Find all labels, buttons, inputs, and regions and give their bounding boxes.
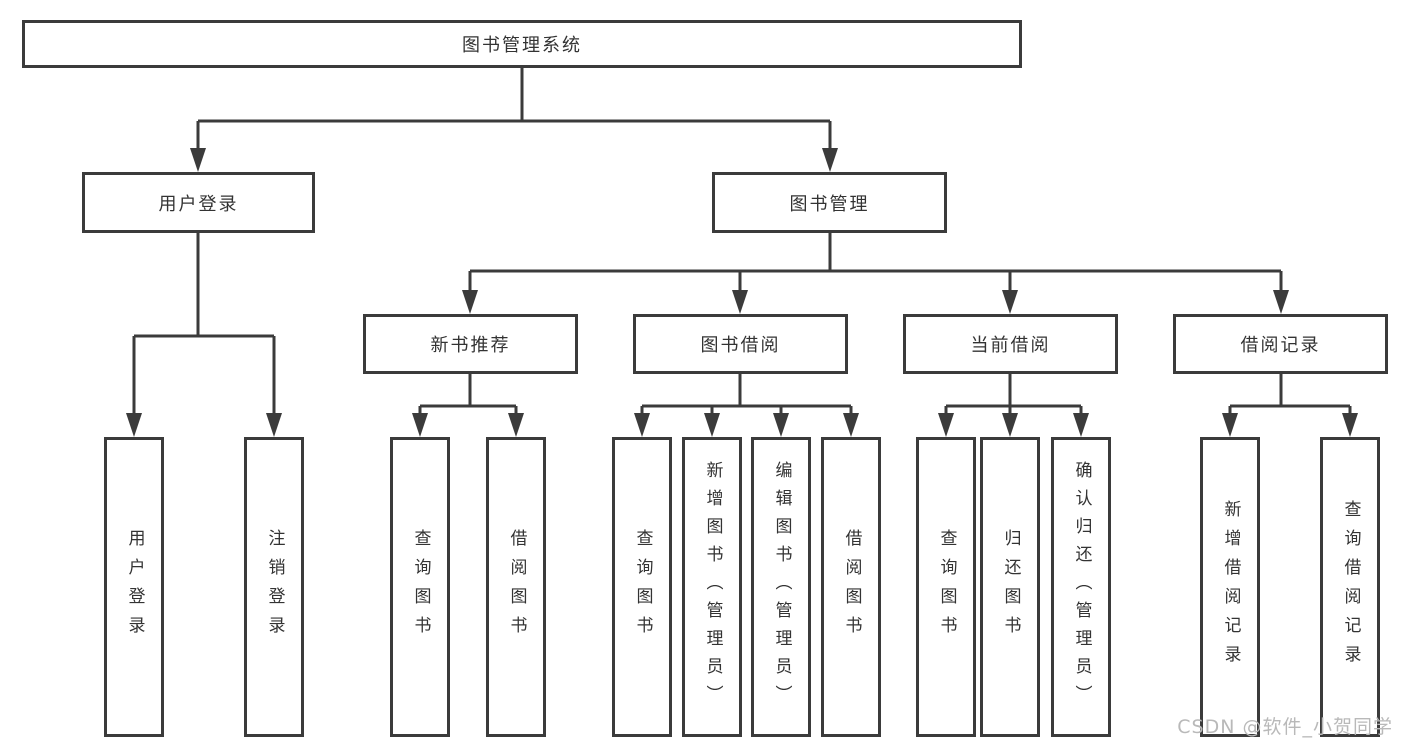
connector-book-mgmt-to-level3 (462, 233, 1289, 314)
leaf-add-borrow-record: 新增借阅记录 (1200, 437, 1260, 737)
node-new-book-recommendation: 新书推荐 (363, 314, 578, 374)
leaf-edit-book-admin: 编辑图书（管理员） (751, 437, 811, 737)
node-label: 查询图书 (632, 529, 653, 645)
connector-borrow-records-branch (1222, 374, 1358, 437)
node-label: 借阅记录 (1240, 335, 1321, 356)
connector-current-borrow-branch (938, 374, 1089, 437)
connector-book-borrow-branch (634, 374, 859, 437)
leaf-return-books: 归还图书 (980, 437, 1040, 737)
node-label: 新增借阅记录 (1220, 500, 1241, 674)
connector-new-books-branch (412, 374, 524, 437)
csdn-watermark: CSDN @软件_小贺同学 (1177, 716, 1393, 738)
leaf-logout: 注销登录 (244, 437, 304, 737)
node-label: 编辑图书（管理员） (771, 461, 792, 713)
node-book-management: 图书管理 (712, 172, 947, 233)
node-label: 归还图书 (1000, 529, 1021, 645)
leaf-query-borrow-record: 查询借阅记录 (1320, 437, 1380, 737)
node-label: 图书管理 (789, 193, 870, 215)
node-label: 当前借阅 (970, 335, 1051, 356)
node-label: 新书推荐 (430, 335, 511, 356)
node-borrowing-records: 借阅记录 (1173, 314, 1388, 374)
connector-root-to-level2 (190, 68, 838, 172)
leaf-borrow-books-borrow: 借阅图书 (821, 437, 881, 737)
node-label: 用户登录 (158, 193, 239, 215)
leaf-user-login: 用户登录 (104, 437, 164, 737)
node-label: 查询图书 (936, 529, 957, 645)
node-library-management-system: 图书管理系统 (22, 20, 1022, 68)
connector-user-login-branch (126, 233, 282, 437)
leaf-confirm-return-admin: 确认归还（管理员） (1051, 437, 1111, 737)
node-label: 借阅图书 (506, 529, 527, 645)
node-user-login: 用户登录 (82, 172, 315, 233)
node-label: 用户登录 (124, 529, 145, 645)
leaf-borrow-books-newbooks: 借阅图书 (486, 437, 546, 737)
leaf-add-book-admin: 新增图书（管理员） (682, 437, 742, 737)
node-label: 确认归还（管理员） (1071, 461, 1092, 713)
node-current-borrowing: 当前借阅 (903, 314, 1118, 374)
leaf-query-books-newbooks: 查询图书 (390, 437, 450, 737)
node-label: 注销登录 (264, 529, 285, 645)
node-label: 新增图书（管理员） (702, 461, 723, 713)
leaf-query-books-current: 查询图书 (916, 437, 976, 737)
leaf-query-books-borrow: 查询图书 (612, 437, 672, 737)
node-label: 借阅图书 (841, 529, 862, 645)
node-label: 图书管理系统 (462, 35, 582, 56)
node-label: 查询图书 (410, 529, 431, 645)
node-label: 图书借阅 (700, 335, 781, 356)
node-label: 查询借阅记录 (1340, 500, 1361, 674)
node-book-borrowing: 图书借阅 (633, 314, 848, 374)
